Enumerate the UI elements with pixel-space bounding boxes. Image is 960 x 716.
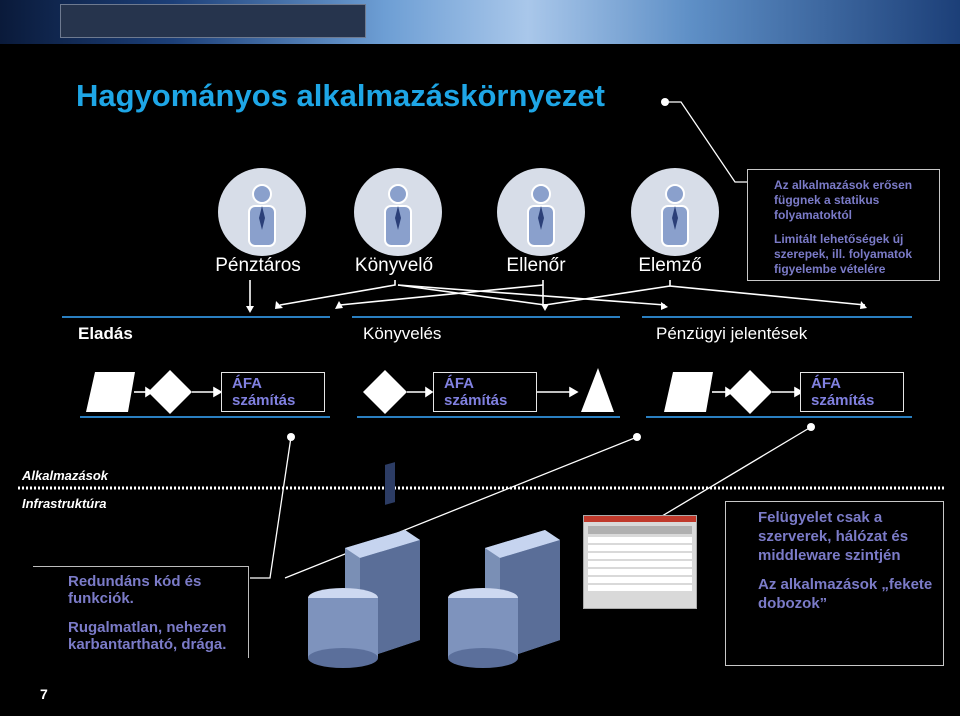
monitoring-note-box: Felügyelet csak a szerverek, hálózat és … [725, 501, 944, 666]
page-number: 7 [40, 686, 48, 702]
person-label-analyst: Elemző [638, 255, 702, 276]
decision-shape [148, 370, 192, 414]
server-icon [308, 462, 420, 668]
slide-title: Hagyományos alkalmazáskörnyezet [76, 78, 605, 113]
monitoring-screenshot-image [583, 515, 697, 609]
person-icon [354, 168, 442, 256]
person-icon [631, 168, 719, 256]
dependency-note-box: Az alkalmazások erősen függnek a statiku… [747, 169, 940, 281]
banner-box [60, 4, 366, 38]
person-icon [497, 168, 585, 256]
person-icon [218, 168, 306, 256]
note-line: Az alkalmazások „fekete dobozok” [758, 576, 933, 612]
people-icons [218, 168, 719, 256]
decision-shape [363, 370, 407, 414]
vat-calculation-box: ÁFA számítás [800, 372, 904, 412]
vat-calculation-box: ÁFA számítás [433, 372, 537, 412]
note-line: Az alkalmazások erősen függnek a statiku… [774, 178, 913, 222]
note-line: Limitált lehetőségek új szerepek, ill. f… [774, 232, 913, 276]
data-shape [664, 372, 713, 412]
person-label-auditor: Ellenőr [506, 255, 566, 276]
layer-label-infrastructure: Infrastruktúra [22, 496, 107, 511]
layer-label-applications: Alkalmazások [22, 468, 108, 483]
person-label-cashier: Pénztáros [215, 255, 301, 276]
process-label-accounting: Könyvelés [363, 324, 442, 343]
decision-shape [728, 370, 772, 414]
note-line: Rugalmatlan, nehezen karbantartható, drá… [68, 619, 227, 653]
server-icon [448, 530, 560, 668]
triangle-shape [581, 368, 614, 412]
process-label-sales: Eladás [78, 324, 133, 343]
note-line: Felügyelet csak a szerverek, hálózat és … [758, 509, 909, 564]
process-label-reports: Pénzügyi jelentések [656, 324, 808, 343]
note-line: Redundáns kód és funkciók. [68, 573, 202, 607]
redundancy-note-box: Redundáns kód és funkciók. Rugalmatlan, … [33, 566, 249, 658]
vat-calculation-box: ÁFA számítás [221, 372, 325, 412]
person-label-accountant: Könyvelő [354, 255, 434, 276]
data-shape [86, 372, 135, 412]
